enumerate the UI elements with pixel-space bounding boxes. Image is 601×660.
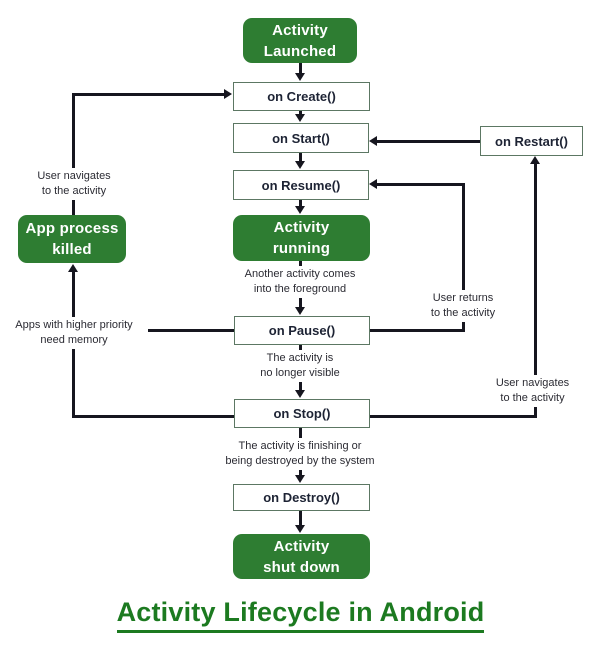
connector-line — [71, 414, 234, 418]
arrowhead-down — [294, 161, 305, 169]
connector-line — [298, 111, 302, 116]
connector-line — [298, 153, 302, 163]
connector-line — [377, 139, 480, 143]
arrowhead-up — [67, 264, 78, 272]
label-another-activity: Another activity comes into the foregrou… — [216, 266, 384, 298]
label-user-navigates-right: User navigates to the activity — [470, 375, 595, 407]
node-app-process-killed: App process killed — [18, 215, 126, 263]
node-on-create: on Create() — [233, 82, 370, 111]
node-on-pause: on Pause() — [234, 316, 370, 345]
arrowhead-down — [294, 307, 305, 315]
node-activity-launched: Activity Launched — [243, 18, 357, 63]
arrowhead-down — [294, 525, 305, 533]
connector-line — [298, 200, 302, 208]
connector-line — [298, 511, 302, 527]
arrowhead-down — [294, 390, 305, 398]
node-on-stop: on Stop() — [234, 399, 370, 428]
diagram-title-text: Activity Lifecycle in Android — [116, 597, 485, 633]
connector-line — [370, 414, 537, 418]
arrowhead-down — [294, 475, 305, 483]
arrowhead-right — [224, 88, 232, 99]
label-user-navigates-left: User navigates to the activity — [14, 168, 134, 200]
arrowhead-left — [369, 179, 377, 189]
connector-line — [71, 92, 225, 96]
connector-line — [298, 63, 302, 74]
arrowhead-up — [530, 156, 540, 164]
connector-line — [71, 92, 75, 216]
arrowhead-down — [294, 73, 305, 81]
node-on-restart: on Restart() — [480, 126, 583, 156]
node-activity-running: Activity running — [233, 215, 370, 261]
connector-line — [71, 329, 234, 332]
arrowhead-down — [294, 114, 305, 122]
connector-line — [534, 164, 537, 417]
node-on-resume: on Resume() — [233, 170, 369, 200]
label-apps-priority: Apps with higher priority need memory — [0, 317, 148, 349]
node-on-start: on Start() — [233, 123, 369, 153]
diagram-title: Activity Lifecycle in Android — [0, 597, 601, 633]
node-on-destroy: on Destroy() — [233, 484, 370, 511]
node-activity-shutdown: Activity shut down — [233, 534, 370, 579]
label-activity-finishing: The activity is finishing or being destr… — [206, 438, 394, 470]
arrowhead-left — [369, 135, 377, 146]
label-user-returns: User returns to the activity — [400, 290, 526, 322]
arrowhead-down — [294, 206, 305, 214]
connector-line — [461, 183, 465, 332]
label-no-longer-visible: The activity is no longer visible — [226, 350, 374, 382]
connector-line — [377, 183, 465, 186]
connector-line — [370, 329, 465, 332]
